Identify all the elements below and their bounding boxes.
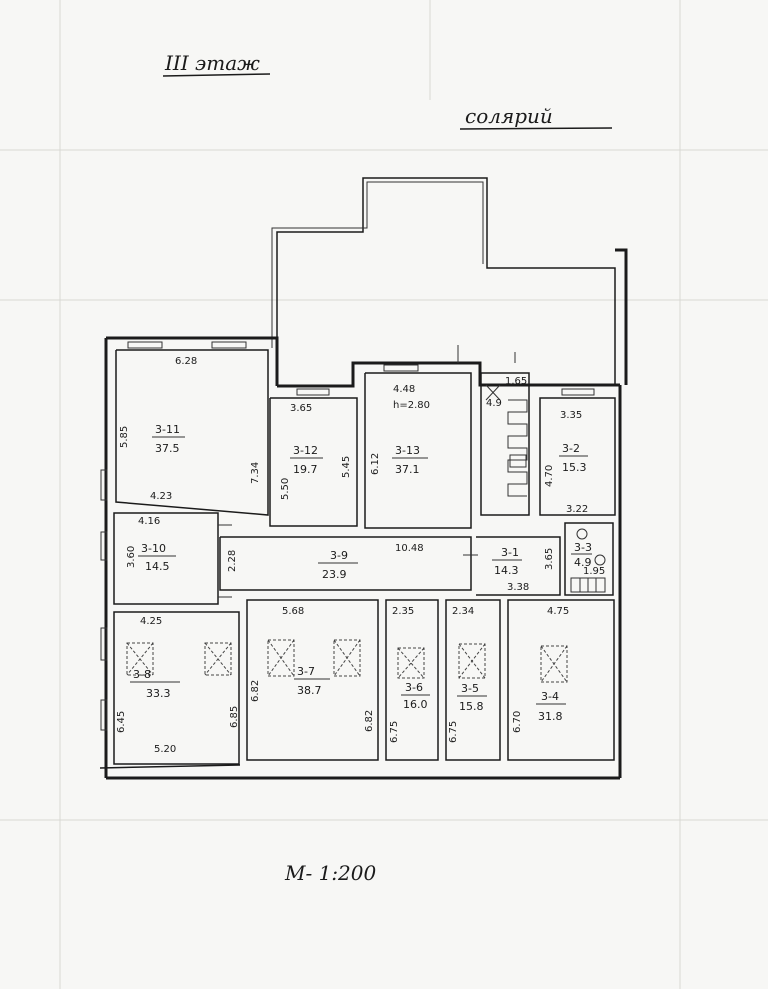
solarium-outline <box>271 177 628 385</box>
room-id: 3-9 <box>330 549 348 562</box>
floor-label-underline <box>162 73 271 77</box>
dimension-label: h=2.80 <box>393 400 430 411</box>
room-area: 19.7 <box>293 463 318 476</box>
dimension-label: 1.65 <box>505 376 527 387</box>
dimension-label: 3.65 <box>290 403 312 414</box>
solarium-label: солярий <box>465 104 553 128</box>
room-area: 31.8 <box>538 710 563 723</box>
dimension-label: 3.65 <box>544 548 555 570</box>
dimension-label: 6.28 <box>175 356 197 367</box>
dimension-label: 4.75 <box>547 606 569 617</box>
dimension-label: 6.70 <box>512 711 523 733</box>
dimension-label: 5.68 <box>282 606 304 617</box>
room-id: 3-10 <box>141 542 166 555</box>
dimension-label: 4.70 <box>544 465 555 487</box>
room-id: 3-4 <box>541 690 559 703</box>
room-id: 3-8 <box>133 668 151 681</box>
dimension-label: 6.75 <box>389 721 400 743</box>
dimension-label: 6.85 <box>229 706 240 728</box>
room-area: 4.9 <box>574 556 592 569</box>
dimension-label: 2.34 <box>452 606 474 617</box>
room-area: 37.1 <box>395 463 420 476</box>
room-area: 16.0 <box>403 698 428 711</box>
room-id: 3-2 <box>562 442 580 455</box>
dimension-label: 5.85 <box>119 426 130 448</box>
dimension-label: 6.45 <box>116 711 127 733</box>
dimension-label: 6.82 <box>250 680 261 702</box>
room-area: 38.7 <box>297 684 322 697</box>
exterior-walls <box>99 336 622 780</box>
dimension-label: 2.28 <box>227 550 238 572</box>
dimension-label: 5.20 <box>154 744 176 755</box>
sanitary-fixtures <box>570 528 606 593</box>
interior-walls <box>113 345 616 765</box>
dimension-label: 3.35 <box>560 410 582 421</box>
room-id: 3-3 <box>574 541 592 554</box>
room-area: 15.3 <box>562 461 587 474</box>
staircase <box>485 384 528 497</box>
dimension-label: 6.12 <box>370 453 381 475</box>
dimension-label: 2.35 <box>392 606 414 617</box>
dimension-label: 5.45 <box>341 456 352 478</box>
room-area: 33.3 <box>146 687 171 700</box>
room-id: 3-13 <box>395 444 420 457</box>
dimension-label: 3.38 <box>507 582 529 593</box>
dimension-label: 6.82 <box>364 710 375 732</box>
room-labels: 3-11 37.5 3-12 19.7 3-13 37.1 3-2 15.3 3… <box>130 423 592 723</box>
room-id: 3-12 <box>293 444 318 457</box>
room-area: 37.5 <box>155 442 180 455</box>
dimension-label: 3.60 <box>126 546 137 568</box>
furniture-symbols <box>126 639 568 683</box>
dimension-label: 5.50 <box>280 478 291 500</box>
room-id: 3-5 <box>461 682 479 695</box>
room-area: 14.3 <box>494 564 519 577</box>
dimension-label: 4.23 <box>150 491 172 502</box>
dimension-label: 1.95 <box>583 566 605 577</box>
dimension-label: 4.9 <box>486 398 502 409</box>
room-id: 3-7 <box>297 665 315 678</box>
dimension-label: 4.16 <box>138 516 160 527</box>
room-area: 23.9 <box>322 568 347 581</box>
solarium-label-underline <box>459 127 613 130</box>
floor-label: III этаж <box>164 51 260 75</box>
dimension-label: 4.48 <box>393 384 415 395</box>
room-id: 3-6 <box>405 681 423 694</box>
dimension-label: 10.48 <box>395 543 424 554</box>
windows <box>100 341 595 731</box>
room-area: 15.8 <box>459 700 484 713</box>
dimension-label: 7.34 <box>250 462 261 484</box>
dimension-label: 6.75 <box>448 721 459 743</box>
dimension-label: 3.22 <box>566 504 588 515</box>
room-id: 3-11 <box>155 423 180 436</box>
scale-label: М- 1:200 <box>284 861 377 885</box>
dimension-label: 4.25 <box>140 616 162 627</box>
room-area: 14.5 <box>145 560 170 573</box>
room-id: 3-1 <box>501 546 519 559</box>
dimension-labels: 6.28 5.85 7.34 4.23 3.65 5.50 5.45 4.48 … <box>116 356 605 755</box>
